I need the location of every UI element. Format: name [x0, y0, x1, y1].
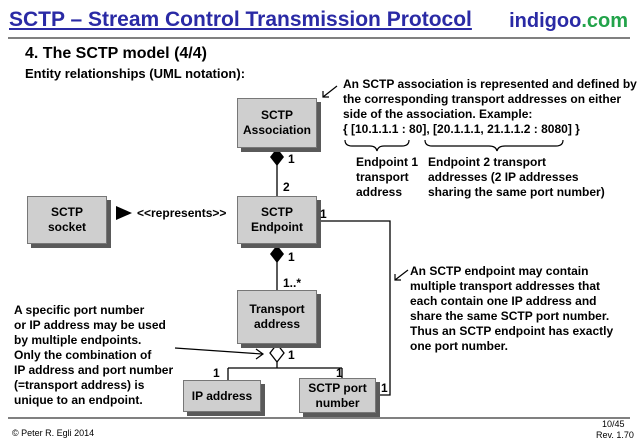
sctp-socket-box: SCTP socket: [27, 196, 107, 244]
assoc-note-pointer: [322, 85, 338, 98]
revision: Rev. 1.70: [596, 430, 634, 440]
composition-diamond-endpoint: [270, 245, 284, 263]
transport-aggregation-multiplicity: 1: [288, 348, 295, 362]
endpoint-note: An SCTP endpoint may contain multiple tr…: [410, 264, 614, 353]
aggregation-diamond: [269, 342, 285, 364]
page-number: 10/45: [602, 419, 625, 429]
composition-diamond-assoc: [270, 148, 284, 166]
sctp-association-box: SCTP Association: [237, 98, 317, 148]
represents-arrow-icon: [116, 206, 132, 220]
ip-multiplicity: 1: [213, 366, 220, 380]
ip-address-box: IP address: [183, 380, 261, 412]
assoc-note-arrowhead: [322, 91, 329, 98]
association-note: An SCTP association is represented and d…: [343, 77, 637, 136]
slide-title: SCTP – Stream Control Transmission Proto…: [9, 8, 472, 31]
brand-name: indigoo: [509, 10, 582, 32]
sctp-endpoint-box: SCTP Endpoint: [237, 196, 317, 244]
endpoint2-address-label: Endpoint 2 transport addresses (2 IP add…: [428, 155, 605, 199]
port-note-pointer: [174, 347, 263, 355]
endpoint-port-link: [319, 220, 391, 396]
port-multiplicity: 1: [336, 366, 343, 380]
endpoint-multiplicity-1: 1: [288, 250, 295, 264]
brand-logo: indigoo.com: [509, 10, 628, 33]
brand-suffix: .com: [581, 10, 628, 32]
endpoint-note-arrowhead: [394, 274, 401, 281]
endpoint-right-multiplicity: 1: [320, 207, 327, 221]
port-note-arrowhead: [255, 348, 265, 360]
transport-multiplicity: 1..*: [283, 276, 302, 290]
sctp-port-number-box: SCTP port number: [299, 378, 376, 413]
port-right-multiplicity: 1: [381, 381, 388, 395]
endpoint1-brace: [344, 139, 410, 152]
endpoint-multiplicity-2: 2: [283, 180, 290, 194]
represents-label: <<represents>>: [137, 206, 227, 220]
endpoint1-address-label: Endpoint 1 transport address: [356, 155, 418, 199]
endpoint-note-pointer: [394, 269, 409, 281]
transport-address-box: Transport address: [237, 290, 317, 344]
slide-subheading: Entity relationships (UML notation):: [25, 66, 246, 81]
endpoint2-brace: [424, 139, 564, 152]
slide-heading: 4. The SCTP model (4/4): [25, 45, 207, 62]
assoc-multiplicity: 1: [288, 152, 295, 166]
port-note: A specific port number or IP address may…: [14, 303, 174, 407]
copyright: © Peter R. Egli 2014: [12, 428, 95, 438]
